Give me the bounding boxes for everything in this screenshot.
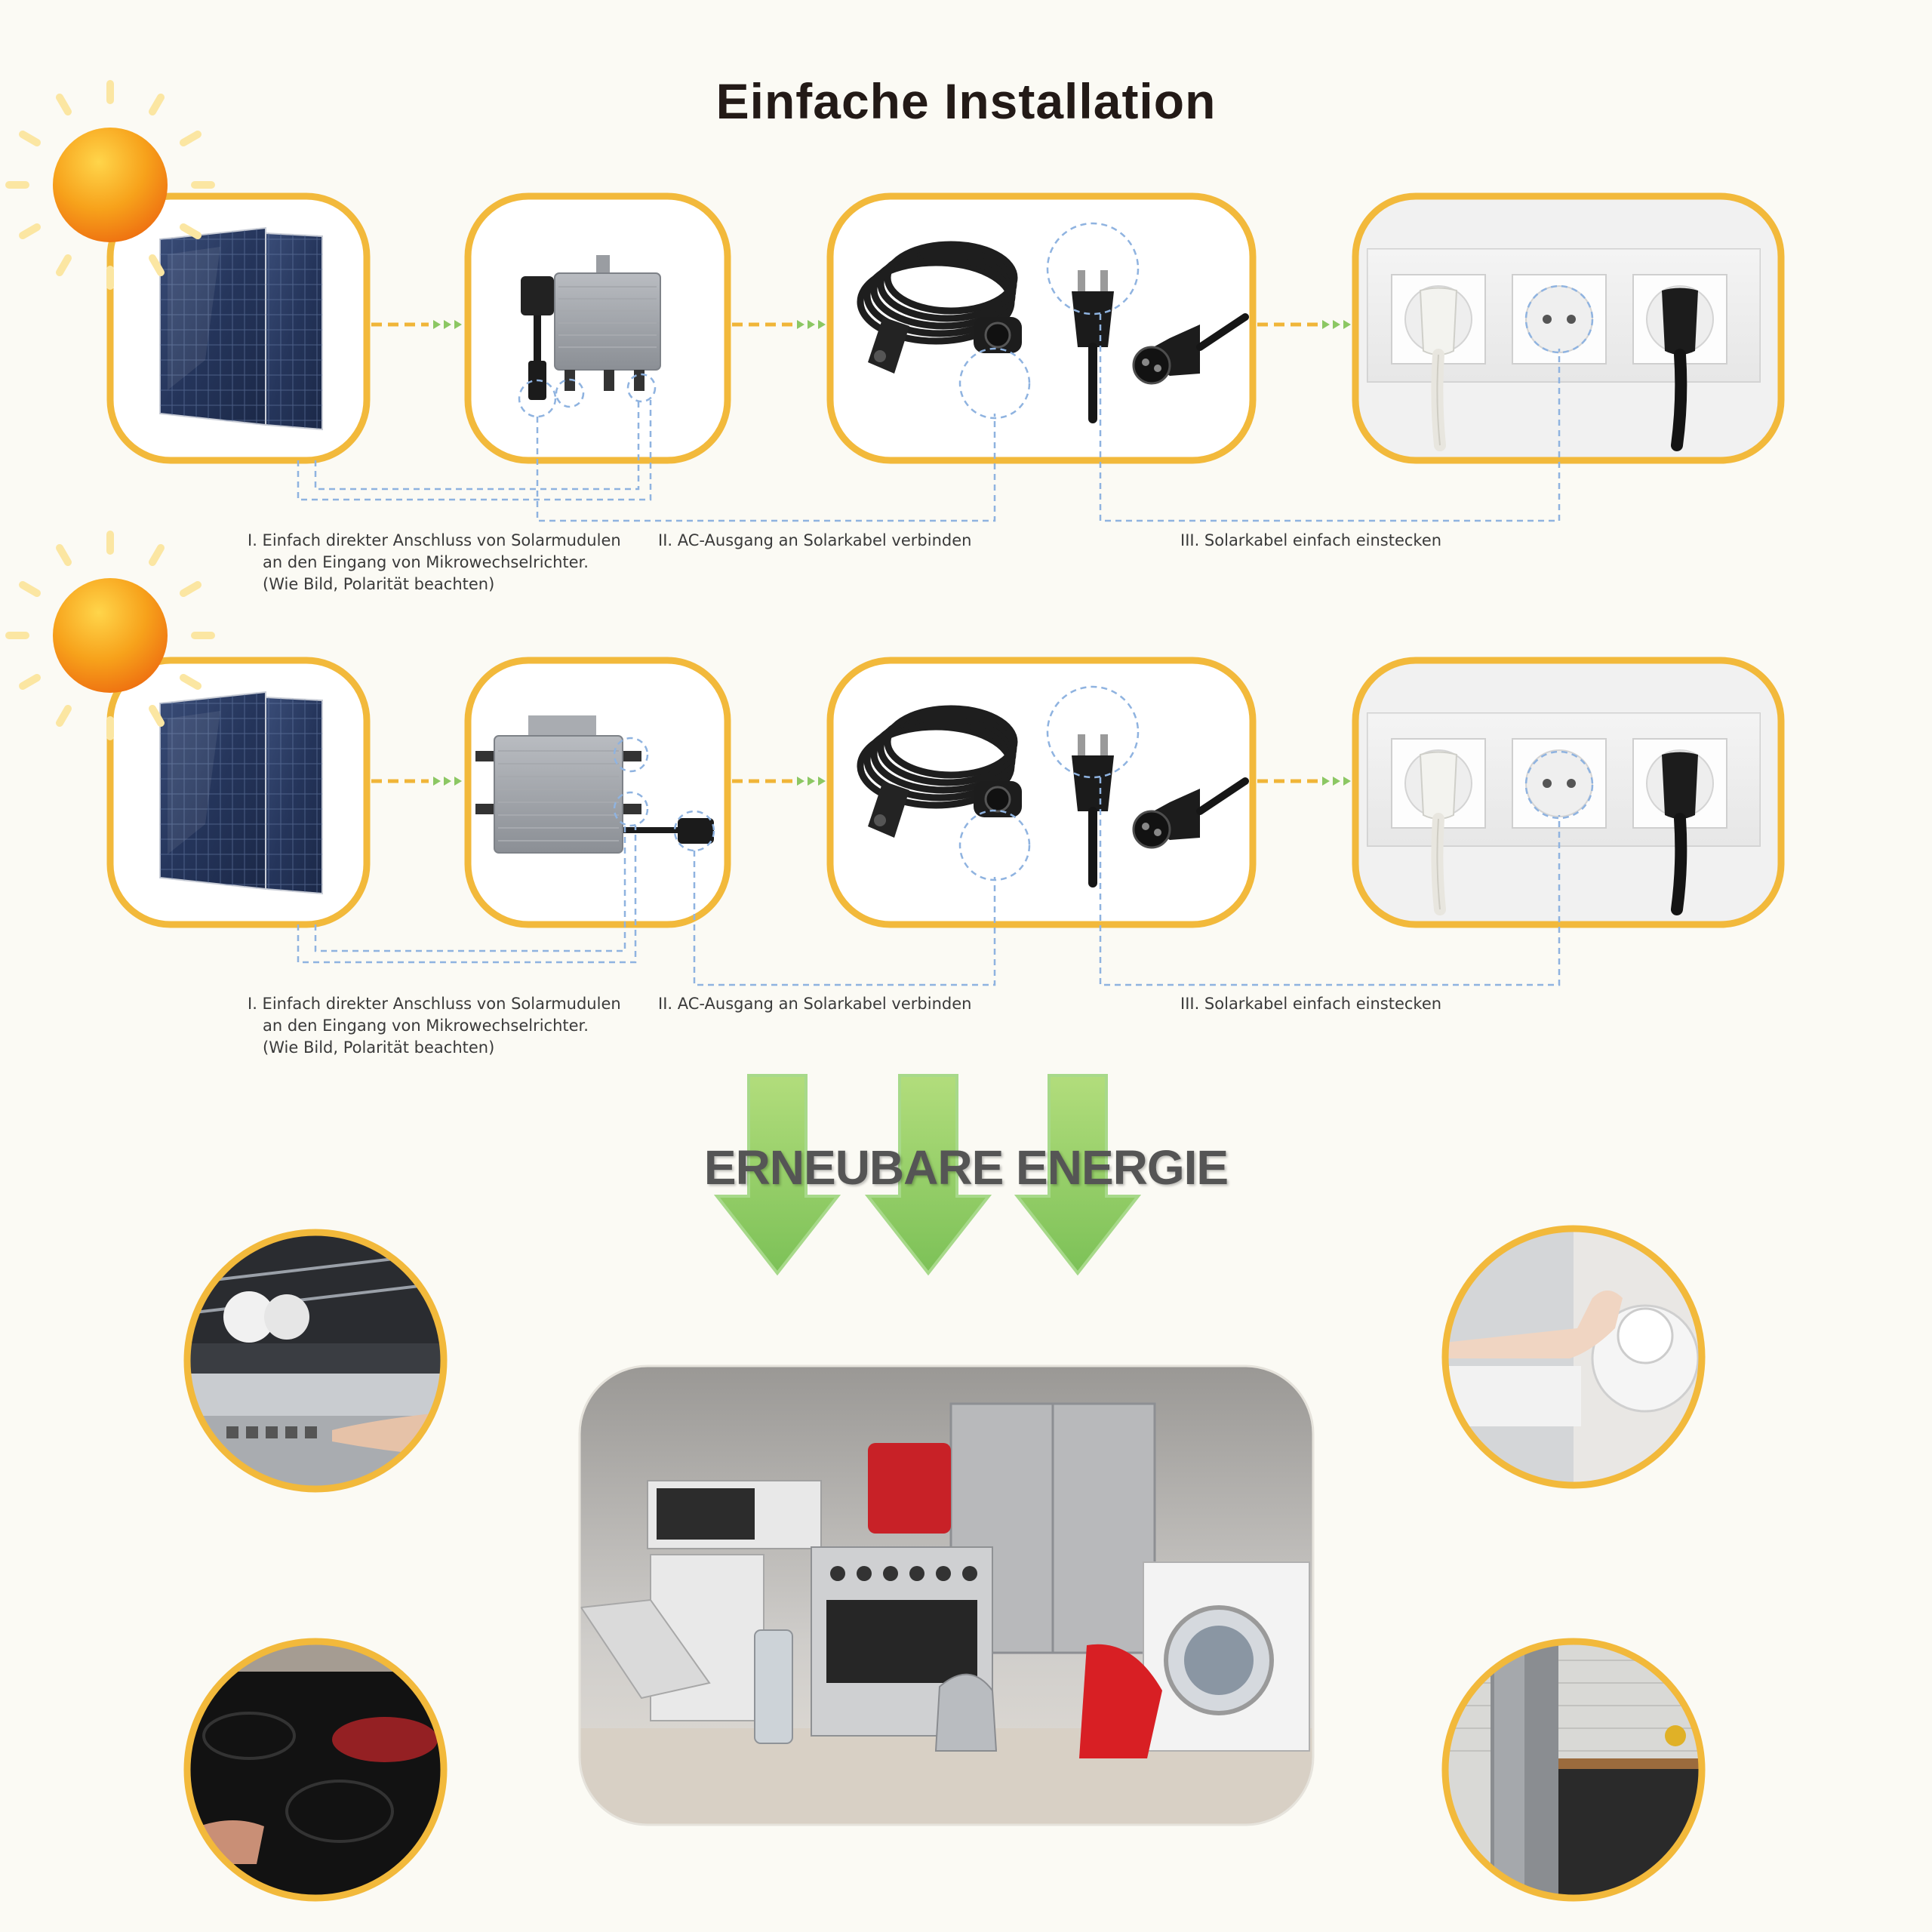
appliance-cooktop-photo: [183, 1638, 448, 1902]
solar-panel-icon: [159, 227, 323, 430]
caption-step-2: II. AC-Ausgang an Solarkabel verbinden: [658, 531, 972, 549]
connector-arrow: [1333, 777, 1340, 786]
connector-arrow: [433, 320, 441, 329]
connector-arrow: [818, 777, 826, 786]
connector-arrow: [1343, 320, 1351, 329]
connector-arrow: [818, 320, 826, 329]
appliances-collection-photo: [578, 1364, 1315, 1826]
caption-step-1: I. Einfach direkter Anschluss von Solarm…: [248, 995, 621, 1057]
page-title: Einfache Installation: [715, 73, 1217, 129]
row-2-diagram: [9, 534, 1785, 986]
caption-step-3: III. Solarkabel einfach einstecken: [1180, 995, 1442, 1013]
caption-step-1: I. Einfach direkter Anschluss von Solarm…: [248, 531, 621, 593]
connector-arrow: [797, 777, 804, 786]
connector-arrow: [1343, 777, 1351, 786]
connector-arrow: [454, 777, 462, 786]
leader-lines: [297, 685, 1594, 986]
appliance-washer-photo: [1441, 1225, 1706, 1489]
connector-arrow: [444, 320, 451, 329]
appliance-fridge-photo: [1441, 1638, 1706, 1902]
renewable-energy-banner: ERNEUBARE ENERGIE: [703, 1140, 1229, 1195]
row-1-diagram: [9, 84, 1785, 522]
connector-arrow: [1322, 777, 1330, 786]
caption-step-2: II. AC-Ausgang an Solarkabel verbinden: [658, 995, 972, 1013]
connector-arrow: [1322, 320, 1330, 329]
connector-arrow: [797, 320, 804, 329]
connector-arrow: [454, 320, 462, 329]
connector-arrow: [444, 777, 451, 786]
solar-panel-icon: [159, 691, 323, 894]
connector-arrow: [433, 777, 441, 786]
leader-lines: [297, 222, 1594, 522]
caption-step-3: III. Solarkabel einfach einstecken: [1180, 531, 1442, 549]
connector-arrow: [1333, 320, 1340, 329]
appliance-dishwasher-photo: [183, 1229, 448, 1493]
connector-arrow: [808, 320, 815, 329]
microinverter-icon: [475, 715, 714, 854]
connector-arrow: [808, 777, 815, 786]
